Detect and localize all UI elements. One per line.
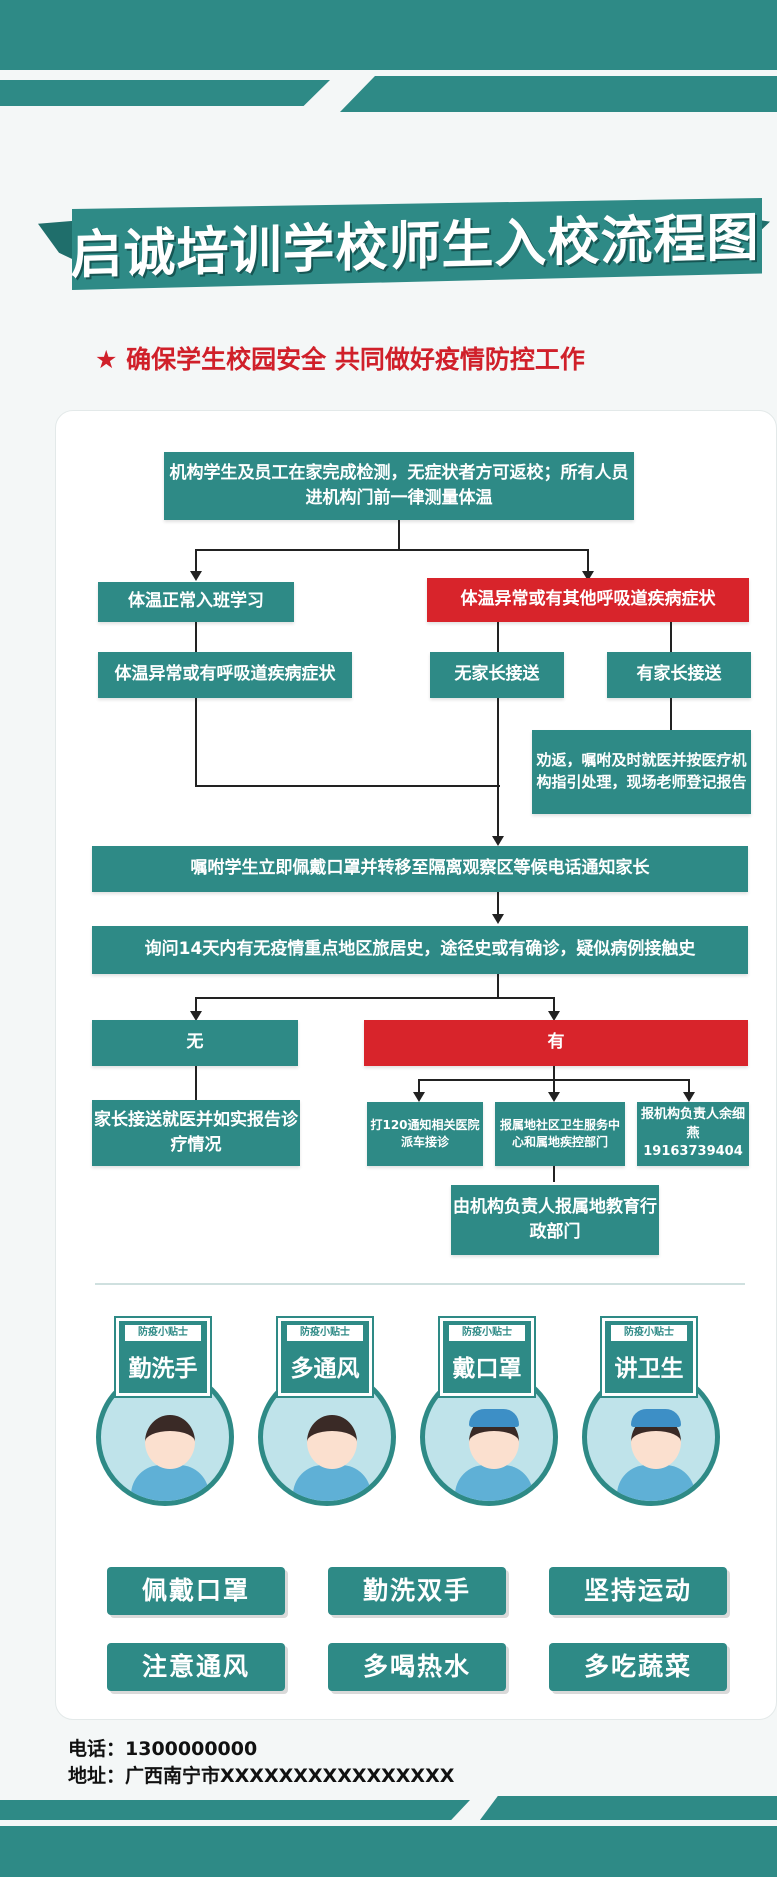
tip-label: 多通风: [290, 1356, 360, 1382]
connector: [553, 1166, 555, 1182]
report-edu-box: 由机构负责人报属地教育行政部门: [451, 1185, 659, 1255]
tip-card: 防疫小贴士 讲卫生: [582, 1316, 722, 1508]
connector: [497, 622, 499, 652]
tip-pill: 多吃蔬菜: [549, 1643, 727, 1691]
connector: [670, 698, 672, 730]
arrow: [548, 1092, 560, 1102]
connector: [418, 1079, 420, 1095]
connector: [553, 997, 555, 1013]
connector: [497, 974, 499, 998]
connector: [195, 549, 197, 573]
page-subtitle: ★ 确保学生校园安全 共同做好疫情防控工作: [95, 345, 585, 374]
arrow: [492, 914, 504, 924]
connector: [497, 892, 499, 916]
connector: [688, 1079, 690, 1095]
arrow: [548, 1011, 560, 1021]
tip-illustration: [420, 1368, 558, 1506]
tip-card: 防疫小贴士 勤洗手: [96, 1316, 236, 1508]
tip-sign: 防疫小贴士 讲卫生: [600, 1316, 698, 1398]
tip-sign: 防疫小贴士 戴口罩: [438, 1316, 536, 1398]
tip-pill: 坚持运动: [549, 1567, 727, 1615]
connector: [195, 997, 555, 999]
symptom-box: 体温异常或有呼吸道疾病症状: [98, 652, 352, 698]
tip-pill: 多喝热水: [328, 1643, 506, 1691]
divider: [95, 1283, 745, 1285]
header-stripe: [340, 76, 777, 112]
contact-address: 地址：广西南宁市XXXXXXXXXXXXXXXX: [68, 1765, 455, 1787]
yes-branch-box: 有: [364, 1020, 748, 1066]
tip-sign: 防疫小贴士 勤洗手: [114, 1316, 212, 1398]
report-person-box: 报机构负责人余细燕19163739404: [637, 1102, 749, 1166]
tip-label: 讲卫生: [614, 1356, 684, 1382]
connector: [195, 997, 197, 1013]
arrow: [683, 1092, 695, 1102]
tip-tag: 防疫小贴士: [449, 1325, 525, 1341]
tip-card: 防疫小贴士 多通风: [258, 1316, 398, 1508]
connector: [587, 549, 589, 573]
no-parent-box: 无家长接送: [430, 652, 564, 698]
footer-band: [0, 1826, 777, 1877]
arrow: [582, 571, 594, 581]
girl-face-icon: [145, 1415, 195, 1469]
report-center-box: 报属地社区卫生服务中心和属地疾控部门: [495, 1102, 625, 1166]
arrow: [190, 571, 202, 581]
connector: [195, 698, 197, 786]
tip-sign: 防疫小贴士 多通风: [276, 1316, 374, 1398]
title-ribbon: [72, 198, 762, 290]
isolate-box: 嘱咐学生立即佩戴口罩并转移至隔离观察区等候电话通知家长: [92, 846, 748, 892]
connector: [553, 1079, 555, 1095]
arrow: [190, 1011, 202, 1021]
has-parent-box: 有家长接送: [607, 652, 751, 698]
tip-pill: 勤洗双手: [328, 1567, 506, 1615]
connector: [195, 1066, 197, 1100]
tip-card: 防疫小贴士 戴口罩: [420, 1316, 560, 1508]
tip-pill: 注意通风: [107, 1643, 285, 1691]
tip-tag: 防疫小贴士: [125, 1325, 201, 1341]
normal-temp-box: 体温正常入班学习: [98, 582, 294, 622]
advise-box: 劝返，嘱咐及时就医并按医疗机构指引处理，现场老师登记报告: [532, 730, 751, 814]
connector: [195, 785, 500, 787]
footer-stripe: [0, 1800, 470, 1820]
connector: [195, 549, 589, 551]
step-check-box: 机构学生及员工在家完成检测，无症状者方可返校；所有人员进机构门前一律测量体温: [164, 452, 634, 520]
footer-stripe: [480, 1796, 777, 1820]
connector: [195, 622, 197, 652]
tip-label: 勤洗手: [128, 1356, 198, 1382]
header-stripe: [0, 80, 330, 106]
arrow: [413, 1092, 425, 1102]
call-120-box: 打120通知相关医院派车接诊: [367, 1102, 483, 1166]
header-band: [0, 0, 777, 70]
connector: [497, 698, 499, 838]
no-branch-box: 无: [92, 1020, 298, 1066]
tip-tag: 防疫小贴士: [287, 1325, 363, 1341]
history-box: 询问14天内有无疫情重点地区旅居史，途径史或有确诊，疑似病例接触史: [92, 926, 748, 974]
abnormal-temp-box: 体温异常或有其他呼吸道疾病症状: [427, 578, 749, 622]
connector: [398, 520, 400, 550]
contact-phone: 电话：1300000000: [68, 1738, 258, 1760]
tip-pill: 佩戴口罩: [107, 1567, 285, 1615]
tip-label: 戴口罩: [452, 1356, 522, 1382]
girl-face-icon: [307, 1415, 357, 1469]
arrow: [492, 836, 504, 846]
no-action-box: 家长接送就医并如实报告诊疗情况: [92, 1100, 300, 1166]
connector: [670, 622, 672, 652]
tip-tag: 防疫小贴士: [611, 1325, 687, 1341]
connector: [553, 1066, 555, 1080]
